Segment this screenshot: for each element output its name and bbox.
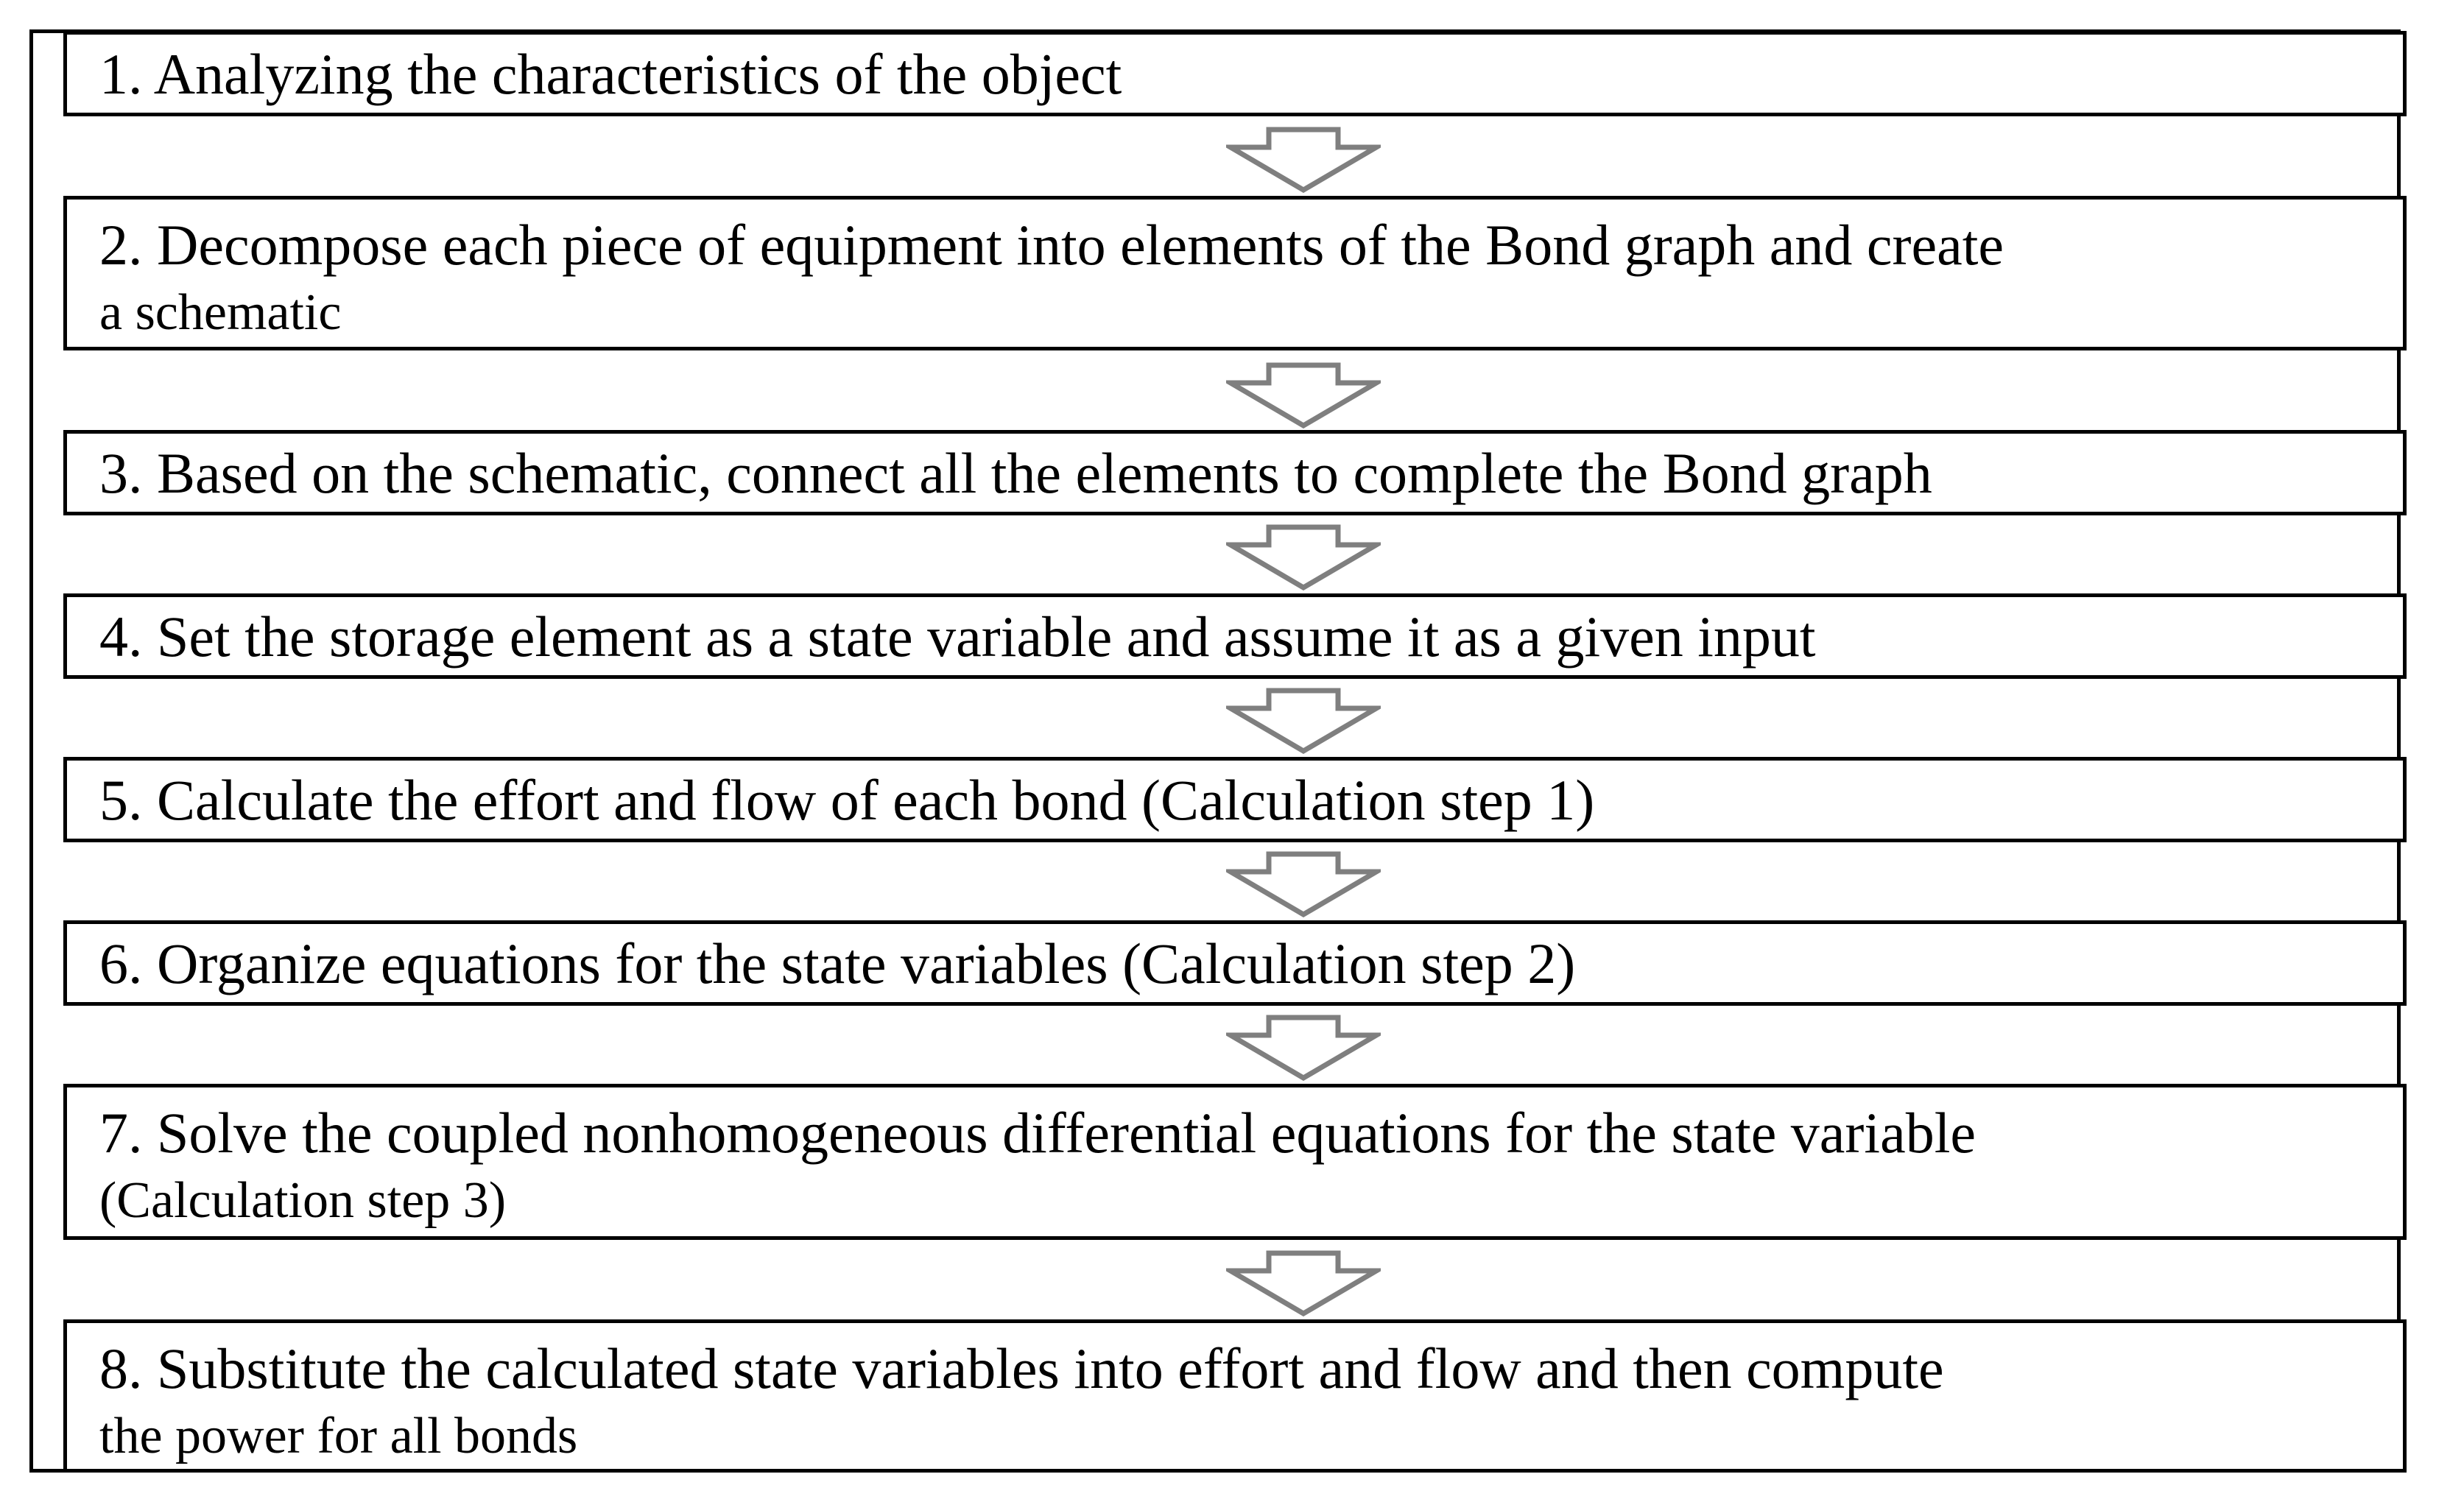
step-7-text-line1: 7. Solve the coupled nonhomogeneous diff…	[99, 1101, 1976, 1165]
step-5-text: 5. Calculate the effort and flow of each…	[99, 768, 1595, 832]
step-2-text-line2: a schematic	[99, 284, 342, 341]
step-box-8: 8. Substitute the calculated state varia…	[63, 1319, 2407, 1473]
step-box-3: 3. Based on the schematic, connect all t…	[63, 430, 2407, 515]
down-arrow-icon	[1226, 851, 1381, 917]
down-arrow-icon	[1226, 1015, 1381, 1081]
step-8-text-line1: 8. Substitute the calculated state varia…	[99, 1336, 1944, 1400]
step-4-text: 4. Set the storage element as a state va…	[99, 604, 1816, 669]
down-arrow-icon	[1226, 688, 1381, 754]
step-box-1: 1. Analyzing the characteristics of the …	[63, 31, 2407, 116]
step-1-text: 1. Analyzing the characteristics of the …	[99, 42, 1122, 106]
step-6-text: 6. Organize equations for the state vari…	[99, 931, 1576, 995]
step-box-7: 7. Solve the coupled nonhomogeneous diff…	[63, 1084, 2407, 1240]
step-8-text-line2: the power for all bonds	[99, 1408, 578, 1464]
step-2-text-line1: 2. Decompose each piece of equipment int…	[99, 213, 2004, 277]
down-arrow-icon	[1226, 524, 1381, 590]
step-7-text-line2: (Calculation step 3)	[99, 1172, 507, 1229]
step-3-text: 3. Based on the schematic, connect all t…	[99, 441, 1932, 505]
step-box-6: 6. Organize equations for the state vari…	[63, 920, 2407, 1006]
down-arrow-icon	[1226, 362, 1381, 429]
step-box-2: 2. Decompose each piece of equipment int…	[63, 196, 2407, 350]
down-arrow-icon	[1226, 1250, 1381, 1316]
step-box-5: 5. Calculate the effort and flow of each…	[63, 757, 2407, 842]
down-arrow-icon	[1226, 127, 1381, 193]
step-box-4: 4. Set the storage element as a state va…	[63, 593, 2407, 679]
